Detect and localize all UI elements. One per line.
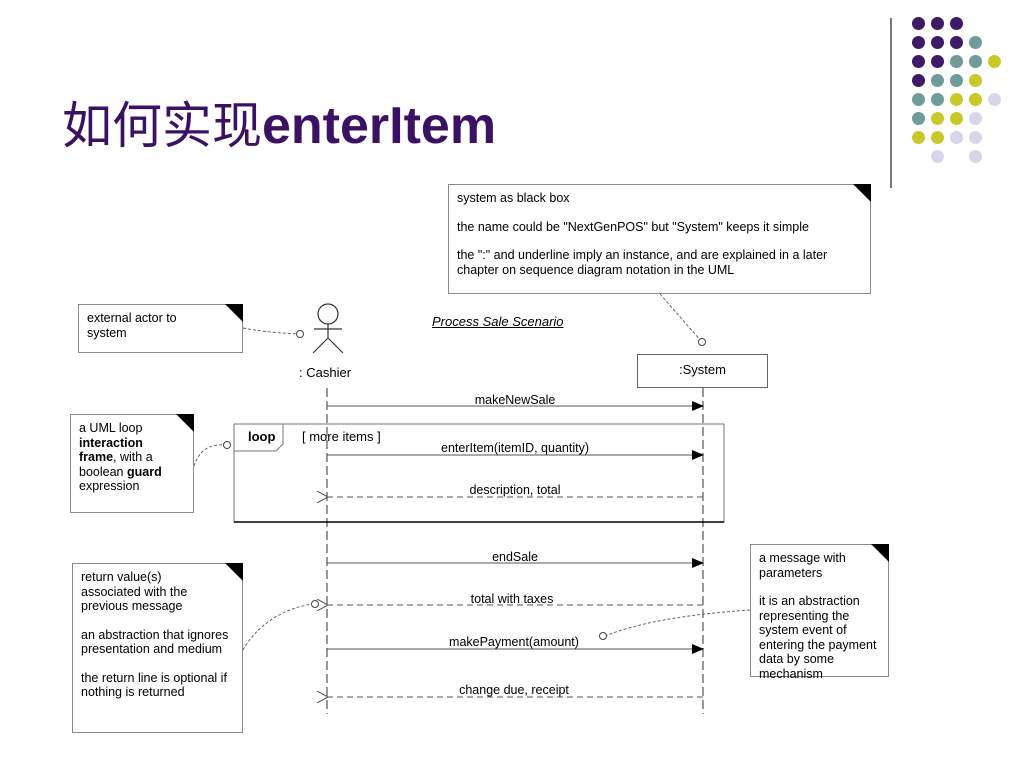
decorative-dot	[931, 17, 944, 30]
loop-keyword-label: loop	[248, 429, 276, 444]
decorative-divider-line	[890, 18, 892, 188]
return-label: change due, receipt	[459, 683, 569, 697]
message-make-payment: makePayment(amount)	[327, 635, 704, 654]
cashier-actor-label: : Cashier	[299, 365, 352, 380]
note-message-parameters: a message with parameters it is an abstr…	[750, 544, 889, 681]
return-label: total with taxes	[471, 592, 554, 606]
decorative-dot	[931, 55, 944, 68]
note-corner	[176, 414, 194, 432]
message-enter-item: enterItem(itemID, quantity)	[327, 441, 704, 460]
title-latin: enterItem	[262, 97, 497, 155]
note-text: it is an abstraction representing the sy…	[759, 594, 877, 681]
decorative-dot	[969, 150, 982, 163]
decorative-dot	[988, 93, 1001, 106]
loop-frame	[233, 423, 725, 523]
decorative-dot	[931, 131, 944, 144]
decorative-dot	[931, 93, 944, 106]
note-loop-frame: a UML loop interaction frame, with a boo…	[70, 414, 194, 513]
note-text: the name could be "NextGenPOS" but "Syst…	[457, 219, 809, 234]
decorative-dot	[912, 74, 925, 87]
decorative-dot	[931, 74, 944, 87]
message-label: endSale	[492, 550, 538, 564]
decorative-dot	[912, 131, 925, 144]
decorative-dot	[912, 36, 925, 49]
decorative-dot	[931, 150, 944, 163]
note-text: system as black box	[457, 191, 570, 205]
note-connectors	[193, 293, 751, 651]
note-text: the return line is optional if nothing i…	[81, 670, 227, 700]
message-label: enterItem(itemID, quantity)	[441, 441, 589, 455]
decorative-dot	[950, 55, 963, 68]
note-external-actor: external actor to system	[78, 304, 243, 353]
return-description-total: description, total	[328, 483, 703, 497]
decorative-dot	[912, 17, 925, 30]
note-text: a UML loop interaction frame, with a boo…	[79, 421, 162, 493]
note-corner	[871, 544, 889, 562]
decorative-dot	[931, 36, 944, 49]
note-corner	[225, 563, 243, 581]
decorative-dot	[950, 74, 963, 87]
return-label: description, total	[469, 483, 560, 497]
loop-guard-label: [ more items ]	[302, 429, 381, 444]
note-text: the ":" and underline imply an instance,…	[457, 248, 828, 277]
message-label: makePayment(amount)	[449, 635, 579, 649]
scenario-title: Process Sale Scenario	[432, 314, 564, 329]
note-anchor-circles	[223, 330, 706, 640]
message-make-new-sale: makeNewSale	[327, 393, 704, 411]
decorative-dot	[950, 17, 963, 30]
note-return-value: return value(s) associated with the prev…	[72, 563, 243, 733]
decorative-dot	[950, 131, 963, 144]
decorative-dot	[912, 93, 925, 106]
note-corner	[225, 304, 243, 322]
decorative-dot	[969, 55, 982, 68]
decorative-dot	[912, 55, 925, 68]
note-black-box: system as black box the name could be "N…	[448, 184, 871, 294]
decorative-dot	[969, 131, 982, 144]
system-label: :System	[679, 362, 726, 377]
return-total-with-taxes: total with taxes	[328, 592, 703, 606]
decorative-dot	[931, 112, 944, 125]
note-corner	[853, 184, 871, 202]
note-text: external actor to system	[87, 311, 177, 340]
decorative-dot	[950, 93, 963, 106]
title-chinese: 如何实现	[62, 97, 262, 155]
return-change-due-receipt: change due, receipt	[328, 683, 703, 697]
message-end-sale: endSale	[327, 550, 704, 568]
message-label: makeNewSale	[475, 393, 556, 407]
decorative-dot	[969, 112, 982, 125]
note-text: a message with parameters	[759, 551, 846, 580]
note-text: an abstraction that ignores presentation…	[81, 627, 229, 657]
decorative-dot	[950, 112, 963, 125]
decorative-dot	[950, 36, 963, 49]
system-lifeline-box: :System	[637, 354, 768, 388]
decorative-dot	[969, 93, 982, 106]
note-text: return value(s) associated with the prev…	[81, 570, 188, 613]
cashier-actor-icon	[312, 303, 344, 354]
decorative-dot	[988, 55, 1001, 68]
decorative-dot	[969, 74, 982, 87]
decorative-dot	[912, 112, 925, 125]
page-title: 如何实现enterItem	[62, 86, 496, 158]
decorative-dot	[969, 36, 982, 49]
